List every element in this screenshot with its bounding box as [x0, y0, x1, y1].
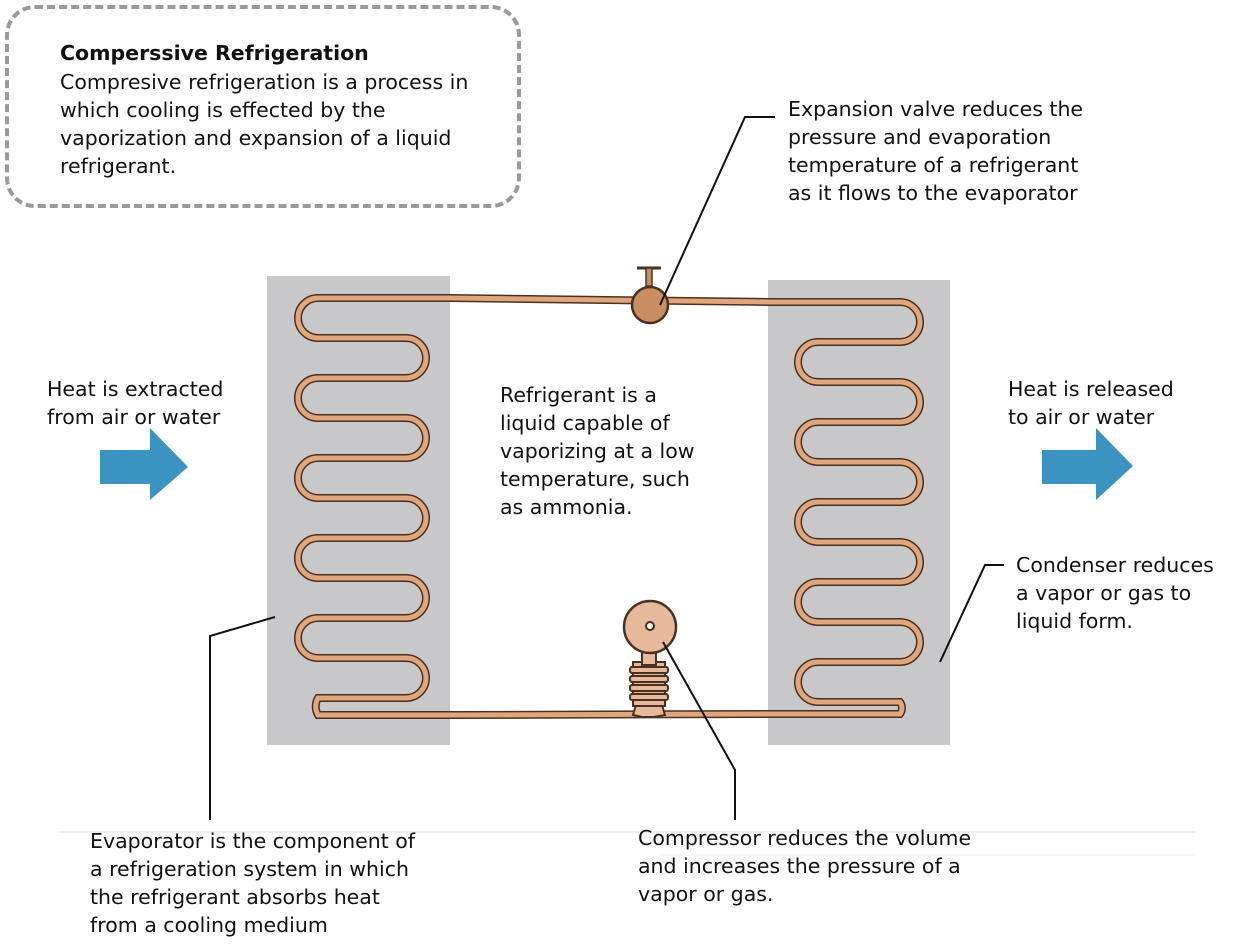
expansion-valve: [630, 266, 670, 325]
callout-title: Comperssive Refrigeration: [60, 41, 369, 65]
top-pipe: [449, 294, 769, 306]
heat-extracted-label: Heat is extracted from air or water: [47, 377, 224, 429]
bottom-pipe: [449, 710, 769, 719]
compressor-leader: [662, 641, 736, 820]
heat-released-label: Heat is released to air or water: [1008, 377, 1174, 429]
refrigerant-label: Refrigerant is a liquid capable of vapor…: [500, 383, 695, 519]
heat-out-arrow-icon: [1042, 428, 1133, 500]
evaporator-coil: [294, 294, 454, 719]
evaporator-leader: [209, 616, 276, 820]
expansion-valve-label: Expansion valve reduces the pressure and…: [788, 97, 1084, 205]
compressor: [622, 599, 678, 718]
expansion-valve-leader: [659, 116, 775, 306]
definition-callout-box: [5, 5, 521, 208]
condenser-coil: [764, 298, 924, 718]
condenser-label: Condenser reduces a vapor or gas to liqu…: [1016, 553, 1214, 633]
heat-in-arrow-icon: [100, 428, 188, 500]
evaporator-label: Evaporator is the component of a refrige…: [90, 829, 416, 937]
callout-body: Compresive refrigeration is a process in…: [60, 70, 469, 178]
condenser-leader: [939, 564, 1004, 663]
compressor-label: Compressor reduces the volume and increa…: [638, 826, 972, 906]
